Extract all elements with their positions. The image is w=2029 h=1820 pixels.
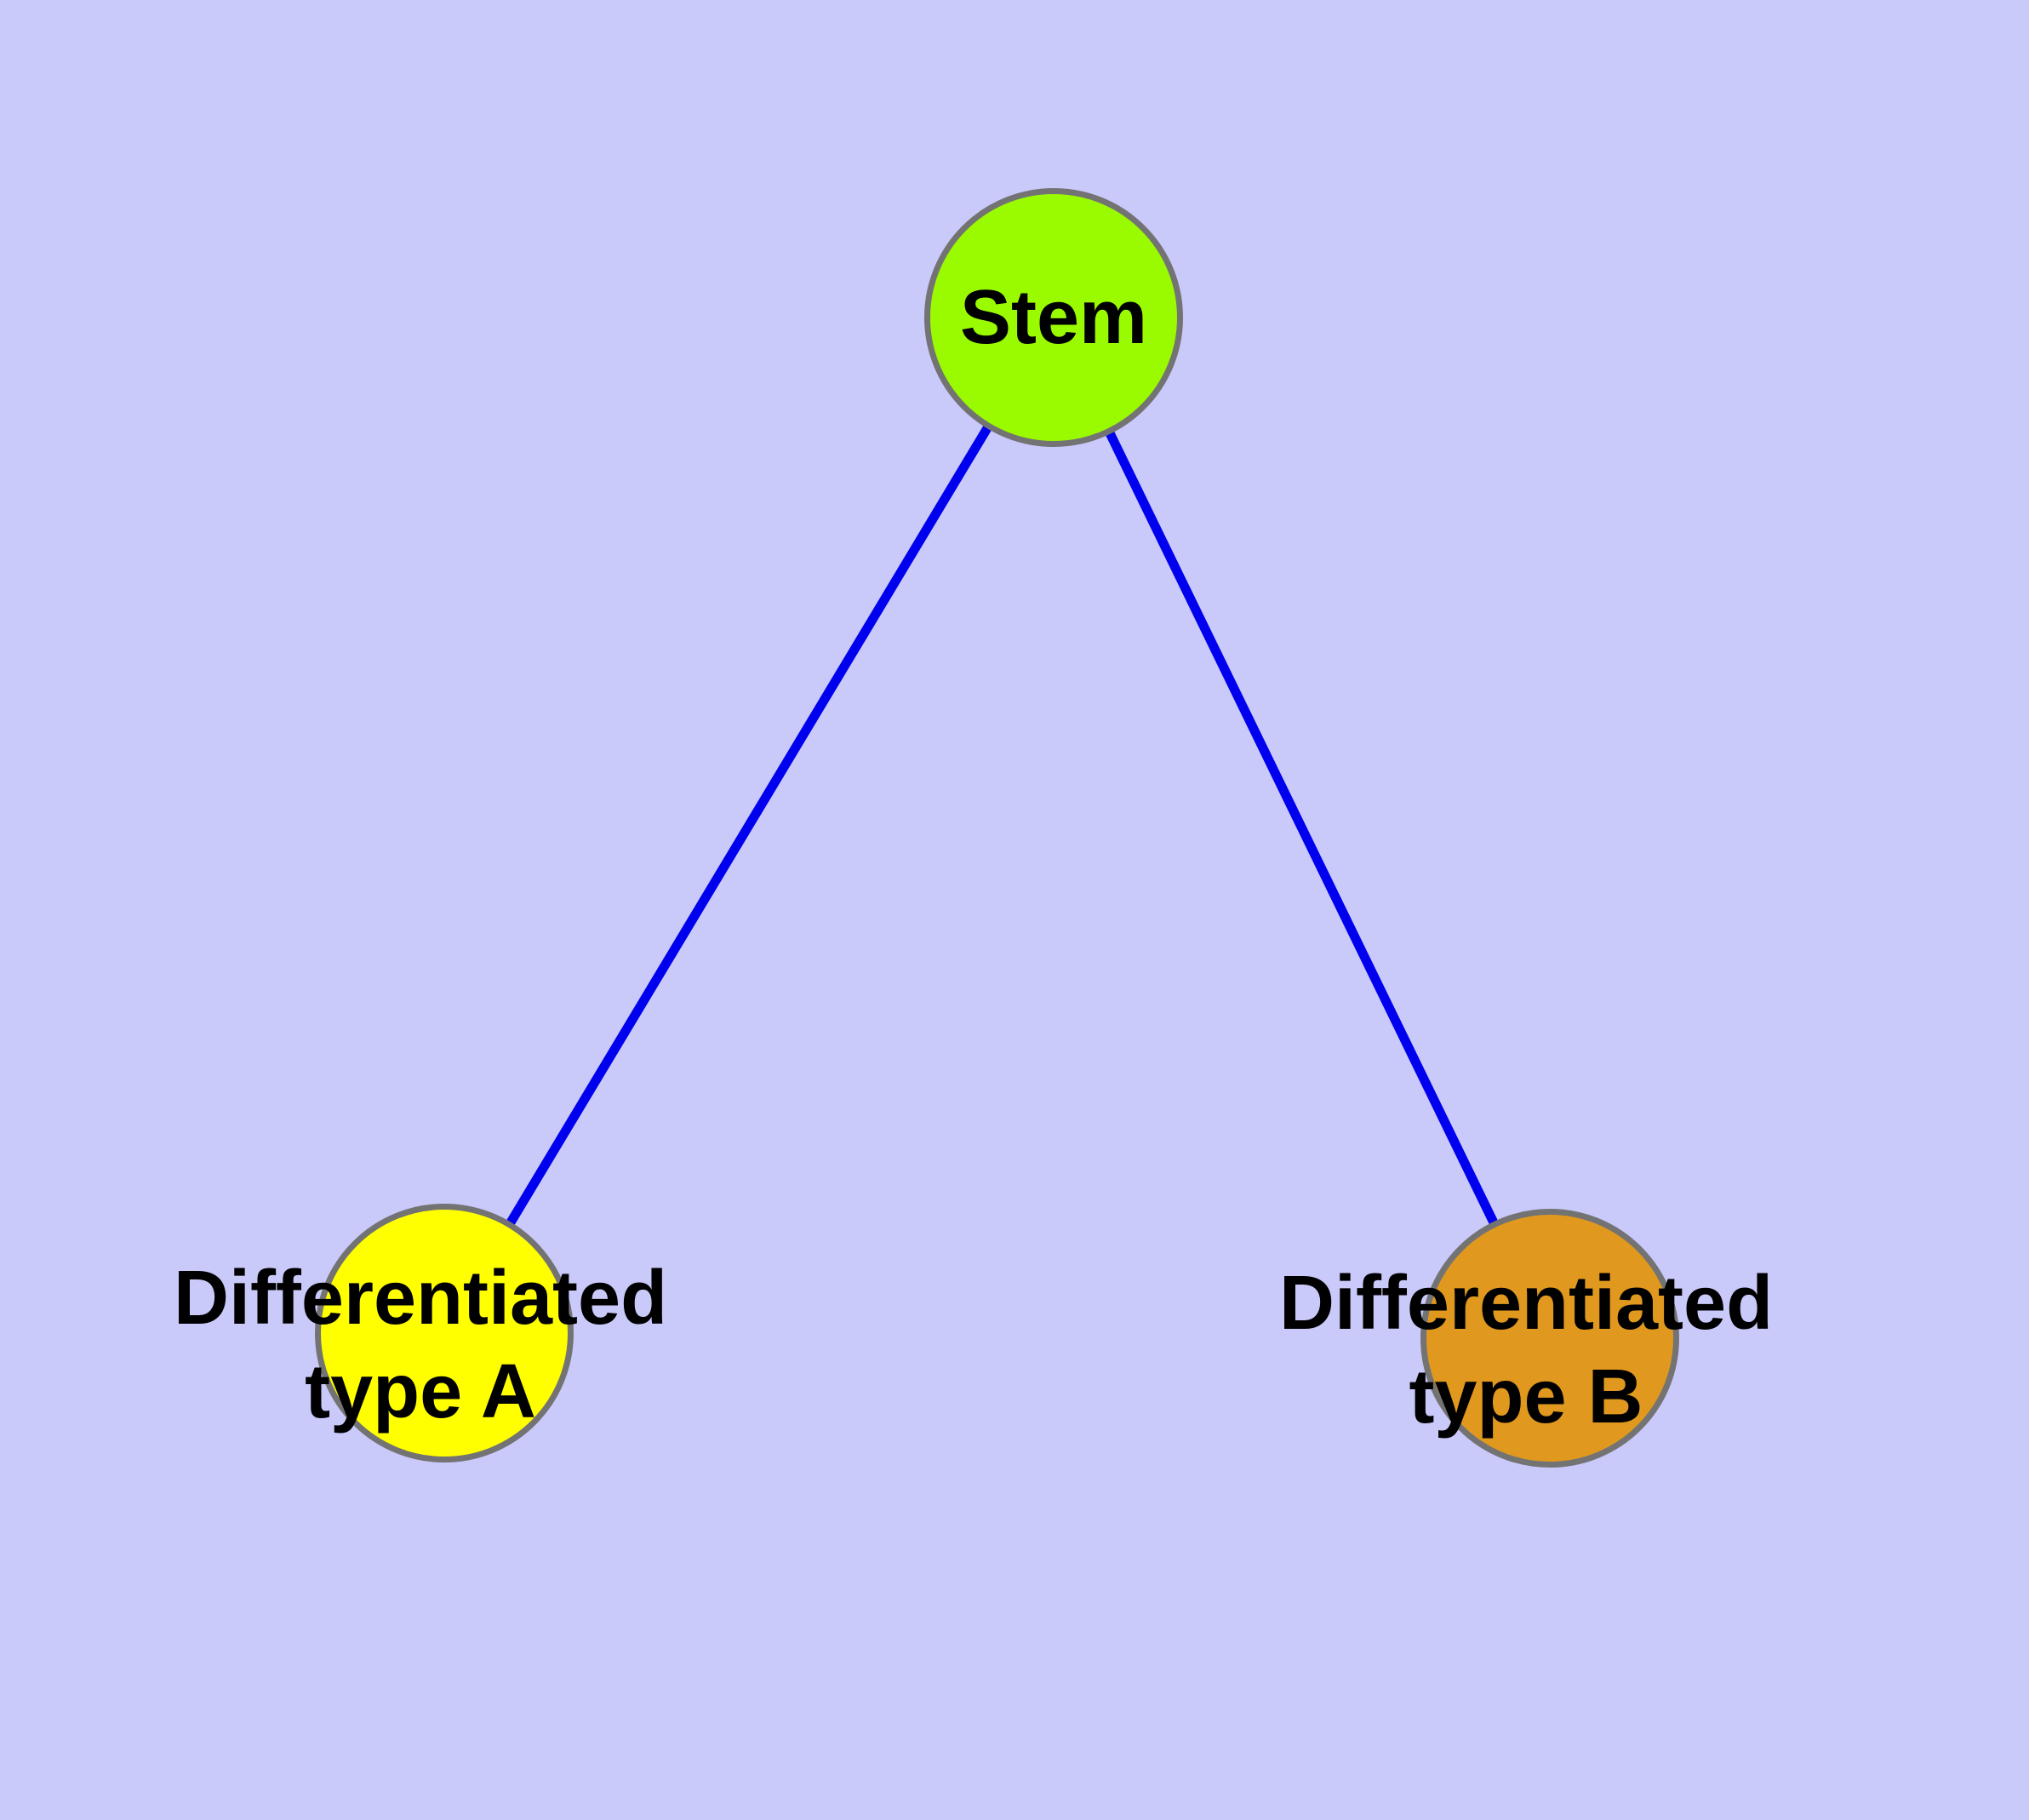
node-type-b [1420, 1209, 1679, 1468]
node-stem [924, 188, 1183, 447]
edge-stem-to-type-a [440, 315, 1058, 1336]
node-label-type-b: Differentiated type B [1279, 1256, 1773, 1444]
node-type-a [315, 1204, 574, 1462]
stem-label-text: Stem [959, 275, 1148, 360]
node-label-stem: Stem [960, 271, 1147, 364]
node-label-type-a: Differentiated type A [174, 1251, 667, 1439]
type-a-label-line1: Differentiated [173, 1256, 668, 1341]
type-a-label-line2: type A [305, 1349, 536, 1434]
type-b-label-line1: Differentiated [1278, 1261, 1774, 1346]
type-b-label-line2: type B [1409, 1354, 1643, 1439]
edge-stem-to-type-b [1049, 315, 1554, 1341]
